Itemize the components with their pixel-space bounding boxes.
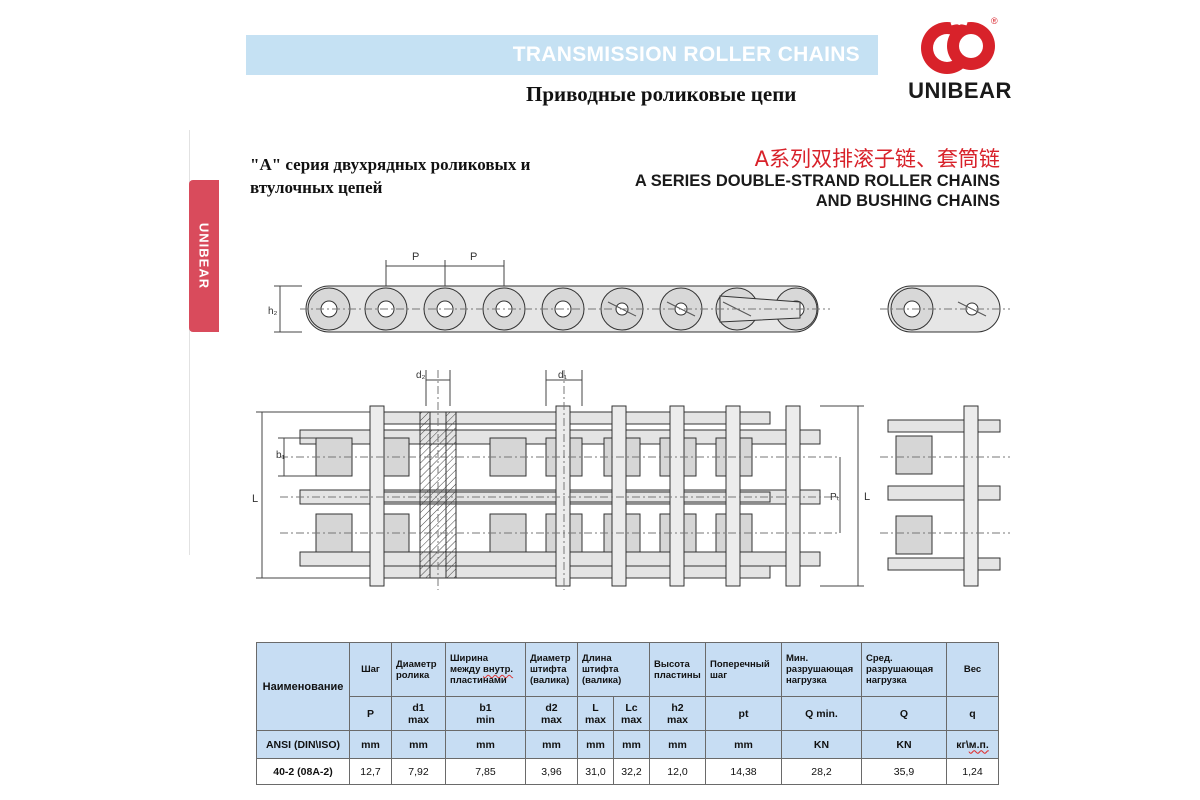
- row-q: 35,9: [861, 758, 947, 785]
- col-avg-break-header: Сред. разрушающая нагрузка: [861, 642, 947, 697]
- row-name: 40-2 (08A-2): [256, 758, 350, 785]
- row-h2: 12,0: [649, 758, 706, 785]
- chain-end-view-side: [880, 285, 1010, 333]
- dim-h2: h₂: [268, 306, 278, 317]
- brand-name: UNIBEAR: [908, 78, 1012, 103]
- sym-p: P: [349, 696, 392, 731]
- col-name-header: Наименование: [256, 642, 350, 731]
- sym-pt: pt: [705, 696, 782, 731]
- unit-b1: mm: [445, 730, 526, 759]
- dim-p2: P: [470, 251, 477, 263]
- series-title-english: A SERIES DOUBLE-STRAND ROLLER CHAINS AND…: [635, 171, 1000, 211]
- subtitle-russian: Приводные роликовые цепи: [526, 82, 797, 106]
- registered-mark: ®: [991, 16, 998, 26]
- chain-plan-view: [256, 370, 864, 590]
- brand-logo: ® UNIBEAR: [905, 16, 1015, 106]
- sym-Lc-b: max: [620, 713, 642, 726]
- sym-d2-a: d2: [545, 701, 558, 714]
- sym-weight: q: [946, 696, 999, 731]
- col-plate-h-header: Высота пластины: [649, 642, 706, 697]
- dim-L-left: L: [252, 493, 258, 505]
- sym-d2-b: max: [540, 713, 562, 726]
- sym-d1-b: max: [407, 713, 429, 726]
- col-pin-dia-header: Диаметр штифта (валика): [525, 642, 578, 697]
- col-min-break-header: Мин. разрушающая нагрузка: [781, 642, 862, 697]
- table-header-row: Наименование Шаг Диаметр ролика Ширина м…: [256, 642, 999, 731]
- series-title-chinese: A系列双排滚子链、套筒链: [754, 147, 1000, 171]
- spec-table: Наименование Шаг Диаметр ролика Ширина м…: [256, 642, 999, 785]
- sym-b1-b: min: [476, 713, 495, 726]
- inner-width-text-c: пластинами: [450, 675, 507, 686]
- sym-L-b: max: [584, 713, 606, 726]
- sym-L-a: L: [592, 701, 599, 714]
- chain-technical-drawing: P P h₂: [252, 251, 1010, 590]
- row-d1: 7,92: [391, 758, 446, 785]
- unit-p: mm: [349, 730, 392, 759]
- chain-end-view-plan: [880, 405, 1010, 587]
- unit-h2: mm: [649, 730, 706, 759]
- row-L: 31,0: [577, 758, 614, 785]
- unit-name: ANSI (DIN\ISO): [256, 730, 350, 759]
- unit-weight-b: м.п.: [968, 738, 989, 751]
- unit-q-min: KN: [781, 730, 862, 759]
- series-ru-line1: "A" серия двухрядных роликовых и: [250, 155, 531, 174]
- row-d2: 3,96: [525, 758, 578, 785]
- unit-pt: mm: [705, 730, 782, 759]
- row-Lc: 32,2: [613, 758, 650, 785]
- col-pin-len-header: Длина штифта (валика): [577, 642, 650, 697]
- title-banner: TRANSMISSION ROLLER CHAINS: [246, 35, 878, 75]
- unit-d2: mm: [525, 730, 578, 759]
- sym-b1-a: b1: [479, 701, 492, 714]
- sym-q: Q: [861, 696, 947, 731]
- unit-weight-a: кг\: [956, 738, 969, 751]
- sym-h2-b: max: [666, 713, 688, 726]
- sym-d1-a: d1: [412, 701, 425, 714]
- table-unit-row: ANSI (DIN\ISO) mm mm mm mm mm mm mm mm K…: [256, 730, 999, 759]
- series-title-russian: "A" серия двухрядных роликовых и втулочн…: [250, 153, 590, 199]
- row-weight: 1,24: [946, 758, 999, 785]
- side-tab-label: UNIBEAR: [196, 222, 212, 290]
- sym-q-min: Q min.: [781, 696, 862, 731]
- row-b1: 7,85: [445, 758, 526, 785]
- series-en-line2: AND BUSHING CHAINS: [815, 192, 1000, 210]
- series-ru-line2: втулочных цепей: [250, 178, 383, 197]
- unit-weight: кг\м.п.: [946, 730, 999, 759]
- logo-rings-icon: [921, 21, 995, 74]
- table-row: 40-2 (08A-2) 12,7 7,92 7,85 3,96 31,0 32…: [256, 758, 999, 785]
- dim-d2: d₂: [416, 370, 426, 381]
- inner-width-text-b: внутр.: [483, 664, 514, 675]
- sym-h2-a: h2: [671, 701, 684, 714]
- inner-width-text-a: Ширина между: [450, 653, 489, 675]
- col-roller-dia-header: Диаметр ролика: [391, 642, 446, 697]
- side-tab: UNIBEAR: [189, 180, 219, 332]
- unit-d1: mm: [391, 730, 446, 759]
- chain-side-view: [274, 260, 830, 333]
- dim-b1: b₁: [276, 450, 286, 461]
- side-divider: [189, 130, 190, 555]
- dim-L-right: L: [864, 491, 870, 503]
- dim-p1: P: [412, 251, 419, 263]
- dim-d1: d₁: [558, 370, 568, 381]
- series-en-line1: A SERIES DOUBLE-STRAND ROLLER CHAINS: [634, 172, 1000, 190]
- row-p: 12,7: [349, 758, 392, 785]
- unit-Lc: mm: [613, 730, 650, 759]
- banner-title: TRANSMISSION ROLLER CHAINS: [512, 43, 860, 66]
- dim-pt: Pₜ: [830, 492, 840, 503]
- row-q-min: 28,2: [781, 758, 862, 785]
- row-pt: 14,38: [705, 758, 782, 785]
- col-inner-width-header: Ширина между внутр. пластинами: [445, 642, 526, 697]
- sym-Lc-a: Lc: [625, 701, 638, 714]
- col-weight-header: Вес: [946, 642, 999, 697]
- unit-L: mm: [577, 730, 614, 759]
- unit-q: KN: [861, 730, 947, 759]
- col-pitch-header: Шаг: [349, 642, 392, 697]
- col-trans-pitch-header: Поперечный шаг: [705, 642, 782, 697]
